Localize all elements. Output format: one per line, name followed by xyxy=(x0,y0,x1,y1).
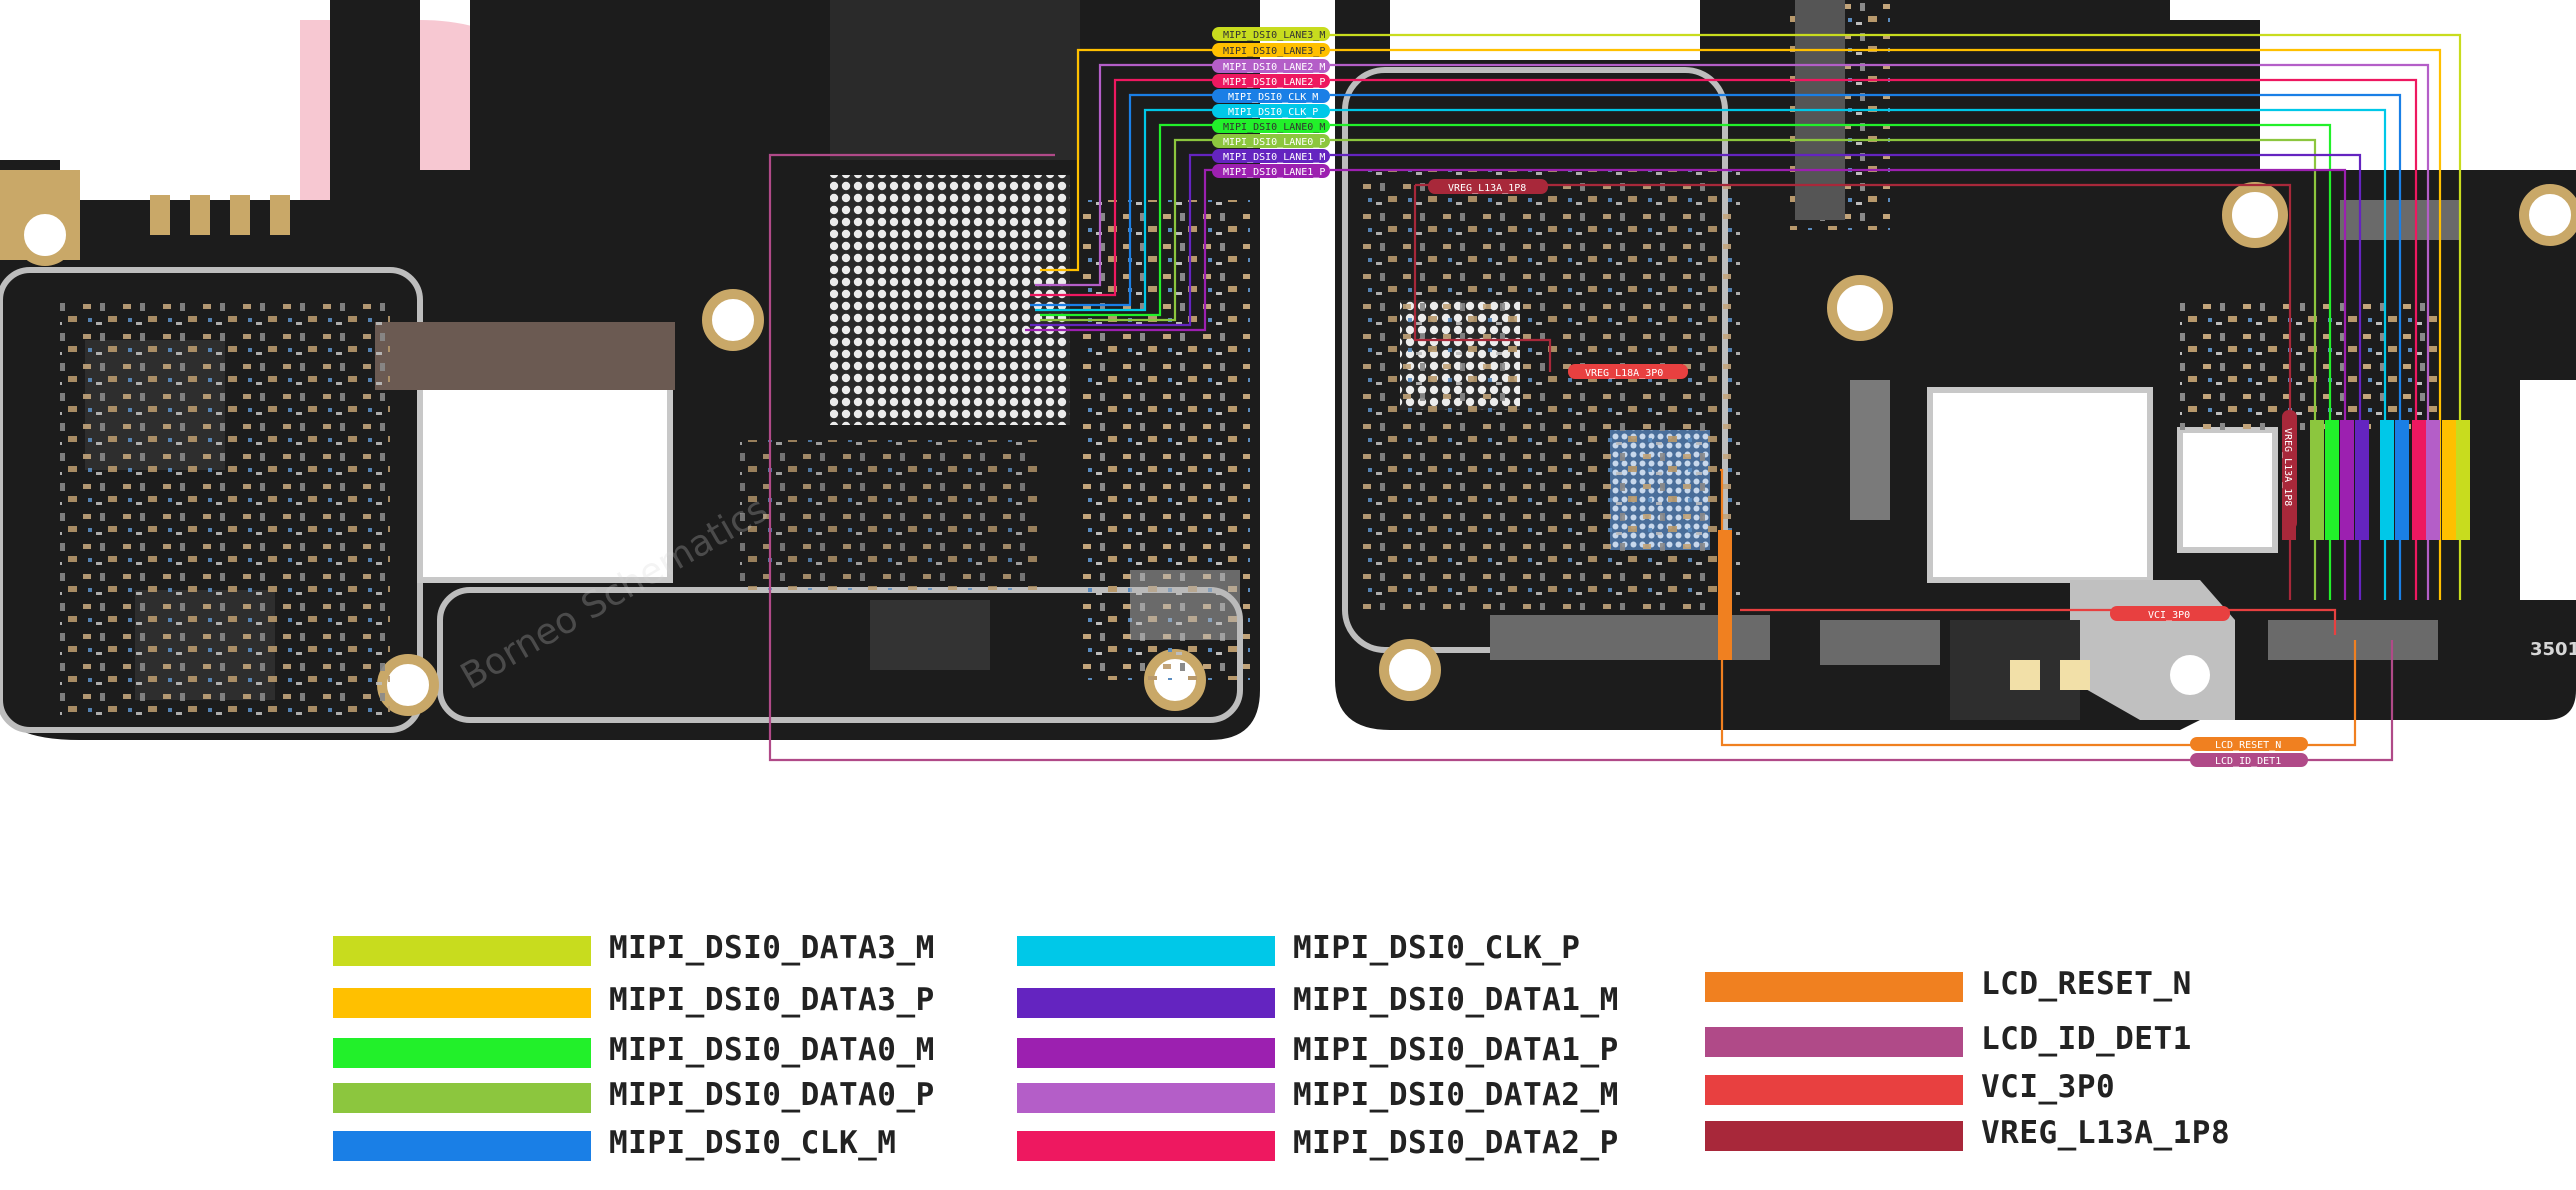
legend-label: MIPI_DSI0_DATA0_P xyxy=(609,1077,935,1113)
left-pcb: Borneo Schematics xyxy=(0,0,1260,740)
tag-lcd-reset: LCD_RESET_N xyxy=(2215,740,2281,751)
legend-swatch xyxy=(1017,936,1275,966)
tag-clk-p: MIPI_DSI0_CLK_P xyxy=(1228,107,1318,118)
legend-swatch xyxy=(333,936,591,966)
legend-label: MIPI_DSI0_CLK_M xyxy=(609,1125,897,1161)
tag-lane2-p: MIPI_DSI0_LANE2_P xyxy=(1223,77,1325,88)
trace-lcd-reset xyxy=(1720,468,2357,747)
tag-vreg-mid: VREG_L18A_3P0 xyxy=(1585,368,1663,379)
legend-swatch xyxy=(1705,1075,1963,1105)
tag-lane0-p: MIPI_DSI0_LANE0_P xyxy=(1223,137,1325,148)
tag-vci: VCI_3P0 xyxy=(2148,610,2190,621)
tag-lane1-m: MIPI_DSI0_LANE1_M xyxy=(1223,152,1325,163)
tag-lane3-p: MIPI_DSI0_LANE3_P xyxy=(1223,46,1325,57)
net-tags: MIPI_DSI0_LANE3_M MIPI_DSI0_LANE3_P MIPI… xyxy=(1212,27,2308,767)
pcb-board-diagram: Borneo Schematics 3501F xyxy=(0,0,2576,767)
trace-lane3-m xyxy=(1220,33,2462,600)
tag-vreg-side: VREG_L13A_1P8 xyxy=(2282,428,2293,506)
legend-label: MIPI_DSI0_DATA3_P xyxy=(609,982,935,1018)
legend-label: MIPI_DSI0_DATA1_M xyxy=(1293,982,1619,1018)
legend-label: VREG_L13A_1P8 xyxy=(1981,1115,2231,1151)
legend-label: VCI_3P0 xyxy=(1981,1069,2116,1105)
trace-lane3-p xyxy=(1040,48,2442,600)
legend-label: LCD_ID_DET1 xyxy=(1981,1021,2192,1057)
legend-swatch xyxy=(1705,1121,1963,1151)
legend-swatch xyxy=(333,1083,591,1113)
trace-lcd-id xyxy=(768,153,2394,762)
legend-label: MIPI_DSI0_CLK_P xyxy=(1293,930,1581,966)
legend-swatch xyxy=(333,1038,591,1068)
legend-swatch xyxy=(1705,972,1963,1002)
legend-swatch xyxy=(1017,1083,1275,1113)
tag-clk-m: MIPI_DSI0_CLK_M xyxy=(1228,92,1318,103)
legend-swatch xyxy=(1017,1131,1275,1161)
legend-swatch xyxy=(1017,988,1275,1018)
legend-label: MIPI_DSI0_DATA2_P xyxy=(1293,1125,1619,1161)
tag-vreg-top: VREG_L13A_1P8 xyxy=(1448,183,1526,194)
tag-lane1-p: MIPI_DSI0_LANE1_P xyxy=(1223,167,1325,178)
legend-label: MIPI_DSI0_DATA2_M xyxy=(1293,1077,1619,1113)
legend-swatch xyxy=(333,1131,591,1161)
tag-lcd-id: LCD_ID_DET1 xyxy=(2215,756,2281,767)
legend-label: MIPI_DSI0_DATA3_M xyxy=(609,930,935,966)
legend-label: LCD_RESET_N xyxy=(1981,966,2192,1002)
trace-vci xyxy=(1740,608,2337,635)
tag-lane0-m: MIPI_DSI0_LANE0_M xyxy=(1223,122,1325,133)
legend-swatch xyxy=(1705,1027,1963,1057)
tag-lane3-m: MIPI_DSI0_LANE3_M xyxy=(1223,30,1325,41)
legend-label: MIPI_DSI0_DATA1_P xyxy=(1293,1032,1619,1068)
legend-label: MIPI_DSI0_DATA0_M xyxy=(609,1032,935,1068)
board-marking: 3501F xyxy=(2530,639,2576,660)
mipi-traces xyxy=(768,33,2462,762)
trace-vreg-mid xyxy=(1413,185,1552,372)
tag-lane2-m: MIPI_DSI0_LANE2_M xyxy=(1223,62,1325,73)
legend-swatch xyxy=(333,988,591,1018)
legend-swatch xyxy=(1017,1038,1275,1068)
